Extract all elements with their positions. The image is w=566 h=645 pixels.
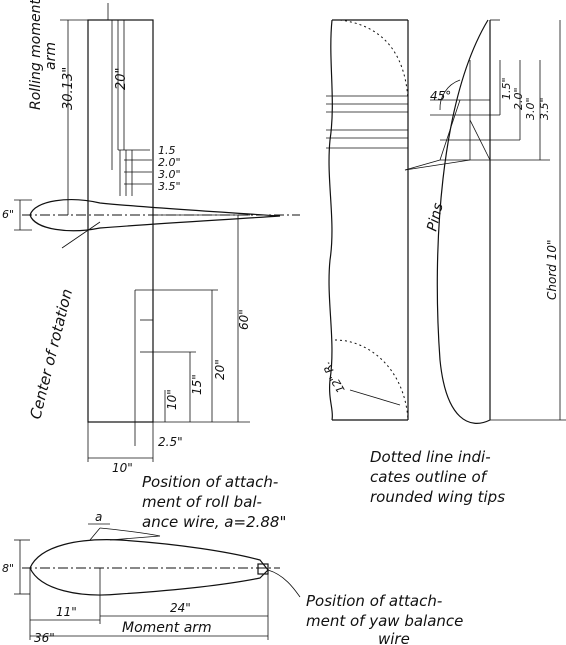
roll-wire-line: [109, 535, 161, 541]
front-view: [14, 3, 300, 462]
roll-note-2: ment of roll bal-: [142, 493, 262, 511]
dim-3-5: 3.5": [158, 180, 181, 193]
radius-line: [349, 389, 401, 406]
dim-20-low: 20": [213, 359, 227, 380]
pins-label: Pins: [424, 201, 446, 233]
dim-60: 60": [237, 309, 251, 330]
dim-10-vert: 10": [165, 389, 179, 410]
side-view: [14, 523, 301, 640]
rolling-moment-value: 30.13": [61, 67, 76, 110]
roll-note-3: ance wire, a=2.88": [142, 513, 286, 531]
tip-profile: [436, 19, 491, 424]
roll-wire-line: [99, 527, 161, 537]
tip-dim-2-0: 2.0": [512, 87, 525, 110]
tip-left-edge: [328, 19, 334, 421]
angle-45: 45°: [430, 89, 451, 103]
pin-line: [439, 99, 461, 161]
pins-leader: [404, 159, 441, 171]
wing-planform: [87, 19, 154, 423]
dotted-line-note-3: rounded wing tips: [370, 488, 505, 506]
pins-leader: [404, 159, 471, 171]
yaw-attachment-block: [257, 563, 269, 575]
dim-2-0: 2.0": [158, 156, 181, 169]
dim-8: 8": [2, 562, 14, 575]
yaw-note-3: wire: [378, 630, 410, 645]
airfoil-section: [29, 199, 281, 232]
chord-label: Chord 10": [545, 240, 559, 300]
tip-dim-3-5: 3.5": [538, 97, 551, 120]
yaw-note-1: Position of attach-: [306, 592, 442, 610]
yaw-note-2: ment of yaw balance: [306, 612, 463, 630]
center-rotation-leader: [61, 221, 101, 249]
moment-arm-label: Moment arm: [122, 620, 212, 636]
roll-wire-line: [89, 527, 101, 541]
arm-word-label: arm: [43, 42, 59, 70]
rolling-moment-arm-label: Rolling moment arm: [28, 0, 44, 110]
rounded-tip-outline: [339, 19, 409, 101]
dotted-line-note-1: Dotted line indi-: [370, 448, 491, 466]
dim-11: 11": [56, 605, 77, 619]
dotted-line-note-2: cates outline of: [370, 468, 489, 486]
tip-view: [326, 19, 566, 424]
yaw-leader: [267, 569, 301, 598]
tip-dim-3-0: 3.0": [524, 97, 537, 120]
rounded-tip-outline: [334, 339, 409, 421]
roll-note-1: Position of attach-: [142, 473, 278, 491]
dim-24: 24": [170, 601, 191, 615]
dim-15: 15": [190, 374, 204, 395]
dim-36: 36": [34, 631, 55, 645]
dim-1-5: 1.5: [158, 144, 176, 157]
dim-2-5: 2.5": [158, 435, 183, 449]
dim-10-horiz: 10": [112, 461, 133, 475]
tip-dim-1-5: 1.5": [500, 77, 513, 100]
dim-6: 6": [2, 208, 14, 221]
angle-arc: [439, 79, 461, 111]
pin-line: [469, 119, 491, 161]
body-profile: [29, 539, 269, 596]
radius-label: 12" R.: [319, 359, 347, 395]
dim-3-0: 3.0": [158, 168, 181, 181]
dim-20-top: 20": [114, 67, 129, 90]
center-of-rotation-label: Center of rotation: [26, 287, 76, 421]
a-label: a: [95, 510, 102, 524]
